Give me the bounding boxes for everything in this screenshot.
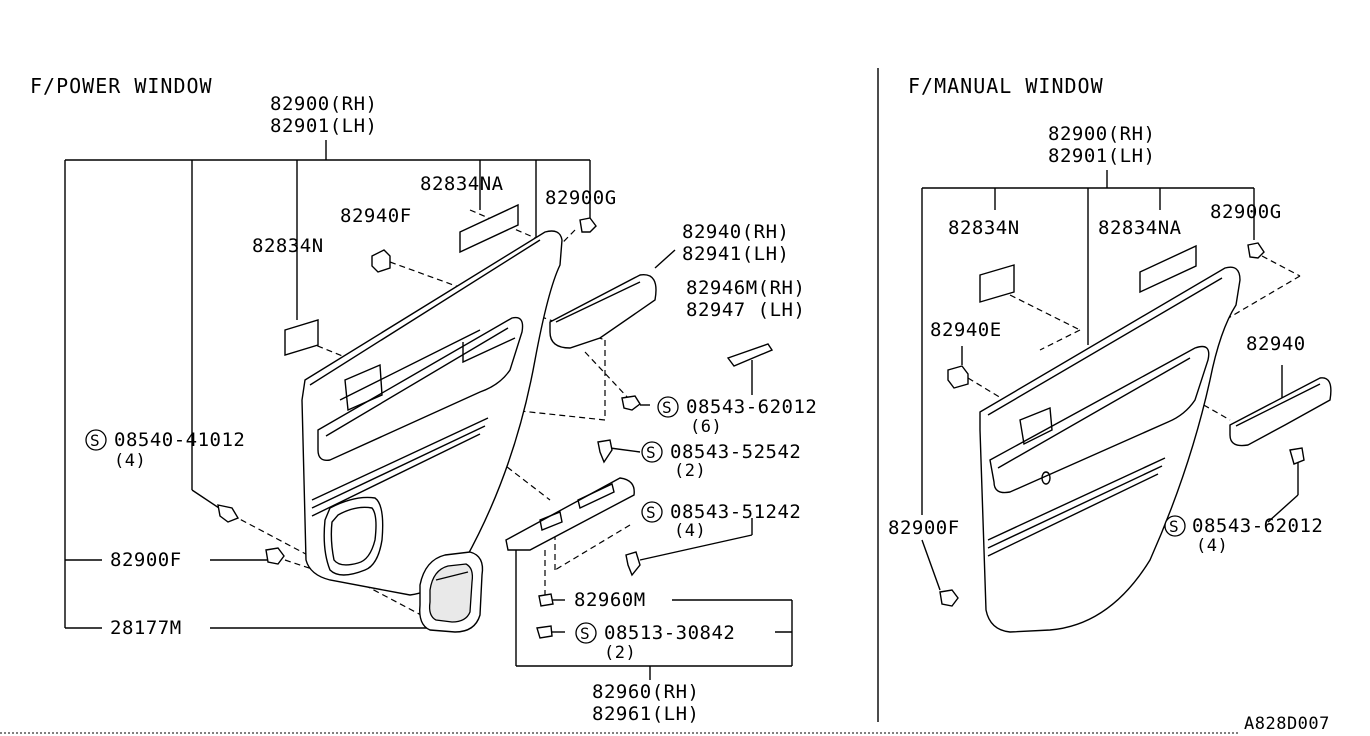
clip-82940f: [371, 249, 391, 273]
screw-62012: [1289, 447, 1305, 465]
label-82940-rh: 82940(RH): [682, 221, 789, 243]
svg-text:S: S: [646, 443, 656, 462]
manual-window-section: F/MANUAL WINDOW 82900(RH) 82901(LH): [888, 74, 1332, 633]
clip-82940e: [947, 365, 969, 389]
label-82960m: 82960M: [574, 589, 646, 611]
fastener-clips: [939, 242, 1305, 607]
standard-part-symbol: S: [85, 429, 107, 451]
screw-30842: [536, 625, 553, 639]
label-82900f: 82900F: [110, 549, 182, 571]
armrest-82940: [549, 274, 657, 349]
pad-82834na: [1139, 244, 1197, 294]
clip-82900g: [579, 217, 597, 233]
power-window-title: F/POWER WINDOW: [30, 74, 213, 98]
standard-part-symbol: S: [657, 396, 679, 418]
label-82960-rh: 82960(RH): [592, 681, 699, 703]
label-82834n: 82834N: [948, 217, 1020, 239]
screw-51242: [625, 551, 641, 577]
label-82900g: 82900G: [1210, 201, 1282, 223]
label-08543-51242: 08543-51242: [670, 501, 801, 523]
door-trim-panel: [979, 266, 1241, 633]
label-82900g: 82900G: [545, 187, 617, 209]
svg-text:S: S: [90, 431, 100, 450]
armrest-82940: [1229, 377, 1332, 447]
leader-lines: [64, 140, 793, 680]
standard-part-symbol: S: [641, 501, 663, 523]
label-82941-lh: 82941(LH): [682, 243, 789, 265]
svg-text:S: S: [662, 398, 672, 417]
speaker-grille-28177m: [419, 551, 484, 633]
label-08543-62012: 08543-62012: [686, 396, 817, 418]
label-qty-2: (2): [674, 461, 706, 481]
diagram-code: A828D007: [1244, 714, 1330, 734]
label-82947-lh: 82947 (LH): [686, 299, 805, 321]
label-08543-62012: 08543-62012: [1192, 515, 1323, 537]
label-82940: 82940: [1246, 333, 1306, 355]
label-qty-4: (4): [114, 451, 146, 471]
label-82900f: 82900F: [888, 517, 960, 539]
label-82900-rh: 82900(RH): [1048, 123, 1155, 145]
label-82834n: 82834N: [252, 235, 324, 257]
label-82901-lh: 82901(LH): [1048, 145, 1155, 167]
pull-plate-82946m: [726, 343, 774, 367]
label-82900-rh: 82900(RH): [270, 93, 377, 115]
label-82940e: 82940E: [930, 319, 1002, 341]
standard-part-symbol: S: [1164, 515, 1186, 537]
label-qty-4: (4): [674, 521, 706, 541]
fastener-clips: [217, 217, 641, 639]
clip-82900f: [939, 589, 959, 607]
pad-82834na: [459, 203, 519, 254]
clip-82900f: [265, 547, 285, 565]
leader-lines: [921, 170, 1299, 591]
standard-part-symbol: S: [641, 441, 663, 463]
label-82961-lh: 82961(LH): [592, 703, 699, 725]
clip-08540: [217, 504, 240, 523]
clip-82900g: [1247, 242, 1265, 259]
label-08543-52542: 08543-52542: [670, 441, 801, 463]
switch-finisher: [505, 477, 635, 551]
label-08513-30842: 08513-30842: [604, 622, 735, 644]
label-82901-lh: 82901(LH): [270, 115, 377, 137]
pad-82834n: [979, 264, 1015, 303]
label-82940f: 82940F: [340, 205, 412, 227]
label-qty-6: (6): [690, 417, 722, 437]
svg-text:S: S: [580, 624, 590, 643]
door-trim-panel: [301, 230, 563, 596]
nut-82960m: [538, 593, 554, 607]
manual-window-title: F/MANUAL WINDOW: [908, 74, 1104, 98]
label-08540-41012: 08540-41012: [114, 429, 245, 451]
svg-text:S: S: [646, 503, 656, 522]
screw-52542: [597, 439, 613, 464]
label-82834na: 82834NA: [420, 173, 504, 195]
power-window-section: F/POWER WINDOW 82900(RH) 82901(LH): [30, 74, 817, 725]
svg-text:S: S: [1169, 517, 1179, 536]
label-qty-2: (2): [604, 643, 636, 663]
standard-part-symbol: S: [575, 622, 597, 644]
label-28177m: 28177M: [110, 617, 182, 639]
label-82946m-rh: 82946M(RH): [686, 277, 805, 299]
screw-62012: [621, 395, 641, 411]
label-82834na: 82834NA: [1098, 217, 1182, 239]
pad-82834n: [284, 319, 319, 356]
label-qty-4: (4): [1196, 536, 1228, 556]
